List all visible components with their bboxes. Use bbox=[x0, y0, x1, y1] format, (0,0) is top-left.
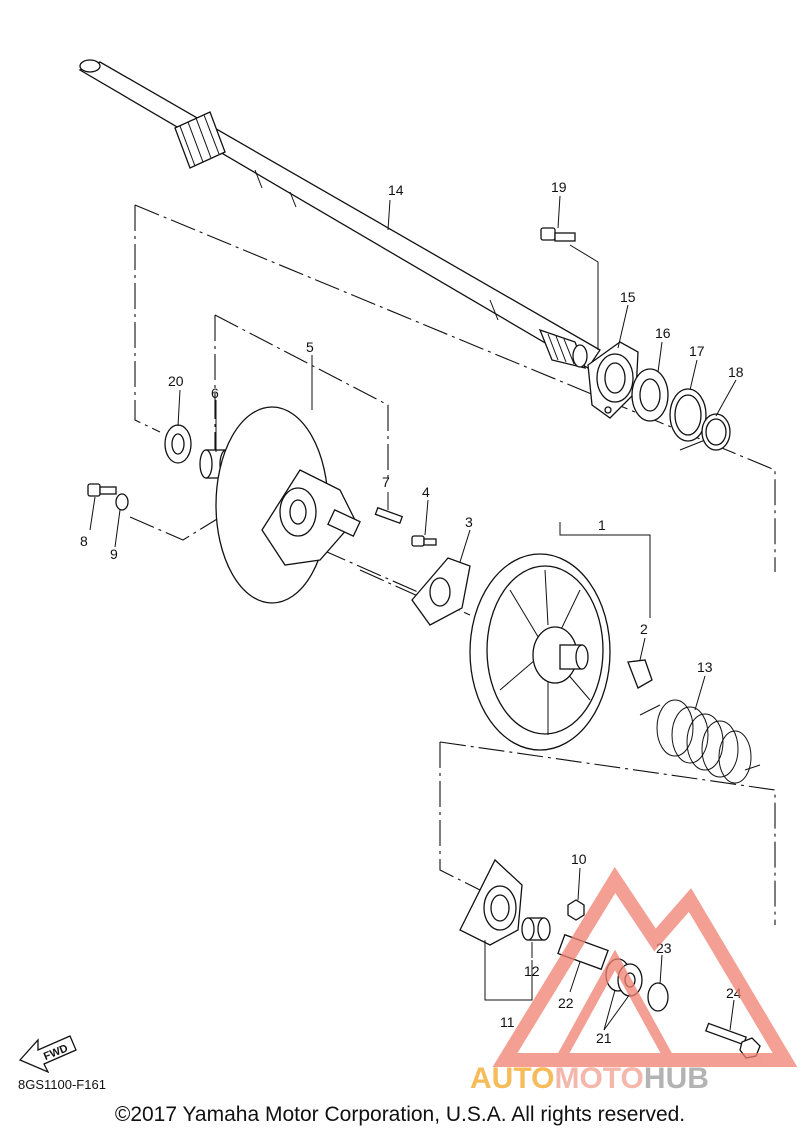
label-part-16: 16 bbox=[655, 325, 671, 341]
bolt-4-part bbox=[411, 535, 437, 547]
diagram-code: 8GS1100-F161 bbox=[18, 1077, 106, 1092]
watermark-text-c: HUB bbox=[644, 1062, 709, 1095]
bushing-12-part bbox=[521, 917, 551, 941]
circlip-18-part bbox=[701, 413, 731, 451]
copyright-notice: ©2017 Yamaha Motor Corporation, U.S.A. A… bbox=[114, 1103, 686, 1126]
label-part-5: 5 bbox=[306, 339, 314, 355]
label-part-14: 14 bbox=[388, 182, 404, 198]
spring-13-part bbox=[639, 699, 761, 784]
bearing-16-part bbox=[631, 368, 669, 422]
label-part-7: 7 bbox=[382, 474, 390, 490]
label-part-6: 6 bbox=[211, 385, 219, 401]
label-part-15: 15 bbox=[620, 289, 636, 305]
washer-23-part bbox=[647, 982, 669, 1012]
sheave-5-part bbox=[215, 406, 361, 604]
bolt-24-part bbox=[705, 1022, 761, 1059]
label-part-13: 13 bbox=[697, 659, 713, 675]
bolt-19-part bbox=[540, 227, 576, 242]
gasket-3-part bbox=[411, 557, 471, 626]
watermark-text-a: AUTO bbox=[470, 1062, 554, 1095]
circlip-17-part bbox=[669, 388, 707, 442]
nut-10-part bbox=[567, 899, 585, 921]
bolt-8-part bbox=[87, 483, 117, 497]
cover-11-part bbox=[459, 858, 523, 946]
watermark-logo: AUTOMOTOHUB bbox=[470, 866, 798, 1095]
label-part-8: 8 bbox=[80, 533, 88, 549]
label-part-20: 20 bbox=[168, 373, 184, 389]
label-part-2: 2 bbox=[640, 621, 648, 637]
label-part-11: 11 bbox=[500, 1014, 515, 1030]
slider-2-part bbox=[627, 659, 653, 689]
label-part-10: 10 bbox=[571, 851, 587, 867]
label-part-9: 9 bbox=[110, 546, 118, 562]
label-part-18: 18 bbox=[728, 364, 744, 380]
label-part-1: 1 bbox=[598, 517, 606, 533]
label-part-22: 22 bbox=[558, 995, 574, 1011]
label-part-21: 21 bbox=[596, 1030, 612, 1046]
label-part-17: 17 bbox=[689, 343, 705, 359]
label-part-4: 4 bbox=[422, 484, 430, 500]
flange-15-part bbox=[587, 341, 639, 419]
watermark-text-b: MOTO bbox=[554, 1062, 643, 1095]
washer-9-part bbox=[115, 493, 129, 511]
leader-lines bbox=[89, 195, 737, 1031]
shaft-part bbox=[78, 59, 601, 369]
fwd-label: FWD bbox=[42, 1042, 70, 1063]
sheave-1-part bbox=[469, 553, 611, 751]
svg-text:AUTOMOTOHUB: AUTOMOTOHUB bbox=[470, 1062, 709, 1095]
label-part-3: 3 bbox=[465, 514, 473, 530]
fwd-arrow-icon: FWD bbox=[18, 1035, 77, 1074]
washer-20-part bbox=[164, 424, 192, 464]
part-number-labels: 1 2 3 4 5 6 7 8 9 10 11 12 13 14 15 16 1… bbox=[80, 179, 744, 1046]
label-part-12: 12 bbox=[524, 963, 540, 979]
stud-7-part bbox=[374, 506, 404, 525]
label-part-19: 19 bbox=[551, 179, 567, 195]
